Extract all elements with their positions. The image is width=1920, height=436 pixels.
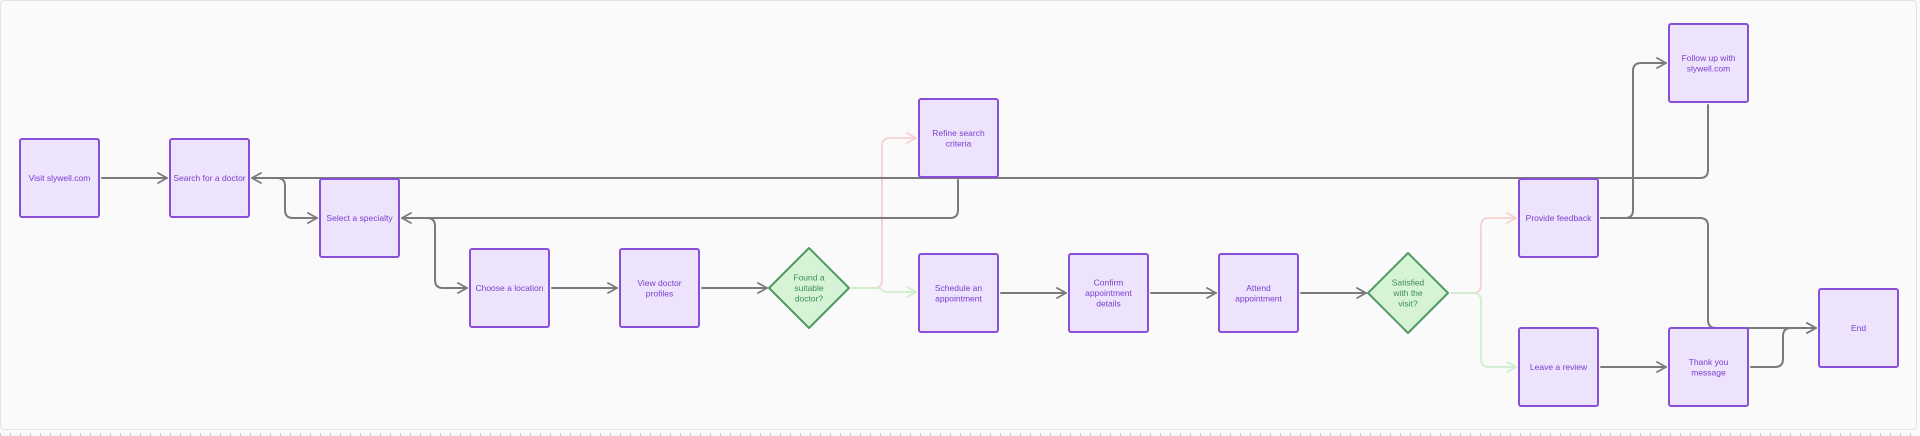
node-location[interactable]: Choose a location: [469, 248, 550, 328]
node-found-shape: [768, 247, 850, 329]
node-feedback-shape: [1518, 178, 1599, 258]
node-confirm-label-line-1: Confirm: [1094, 278, 1124, 288]
node-thankyou-shape: [1668, 327, 1749, 407]
node-specialty-shape: [319, 178, 400, 258]
node-review-label-line-1: Leave a review: [1530, 362, 1588, 372]
node-satisfied-label-line-3: visit?: [1398, 299, 1418, 309]
node-end-label-line-1: End: [1851, 323, 1866, 333]
node-refine-label-line-1: Refine search: [932, 128, 985, 138]
edge-thankyou-to-end[interactable]: [1750, 322, 1817, 368]
node-satisfied-label-line-1: Satisfied: [1392, 278, 1425, 288]
node-profiles-label-line-1: View doctor: [637, 278, 681, 288]
node-schedule-shape: [918, 253, 999, 333]
node-profiles-label-line-2: profiles: [646, 288, 673, 298]
node-confirm-label-line-2: appointment: [1085, 288, 1132, 298]
node-satisfied-label-line-2: with the: [1392, 288, 1423, 298]
node-found-label-line-3: doctor?: [795, 294, 824, 304]
node-thankyou-label-line-2: message: [1691, 367, 1726, 377]
node-refine-shape: [918, 98, 999, 178]
node-followup-label-line-1: Follow up with: [1682, 53, 1736, 63]
node-feedback[interactable]: Provide feedback: [1518, 178, 1599, 258]
edge-refine-to-specialty[interactable]: [401, 179, 959, 224]
node-refine-label-line-2: criteria: [946, 138, 972, 148]
edge-satisfied-to-feedback[interactable]: [1450, 212, 1517, 294]
node-found-label-line-1: Found a: [793, 273, 824, 283]
node-location-label-line-1: Choose a location: [475, 283, 543, 293]
node-end[interactable]: End: [1818, 288, 1899, 368]
node-profiles-shape: [619, 248, 700, 328]
node-visit-shape: [19, 138, 100, 218]
node-followup-label-line-2: slywell.com: [1687, 63, 1730, 73]
node-review[interactable]: Leave a review: [1518, 327, 1599, 407]
node-search-label-line-1: Search for a doctor: [173, 173, 245, 183]
edge-found-to-schedule[interactable]: [851, 286, 917, 298]
edge-feedback-to-followup[interactable]: [1600, 57, 1667, 219]
node-thankyou-label-line-1: Thank you: [1689, 357, 1729, 367]
node-feedback-label-line-1: Provide feedback: [1526, 213, 1592, 223]
node-found-label-line-2: suitable: [794, 283, 824, 293]
node-visit-label-line-1: Visit slywell.com: [29, 173, 91, 183]
node-schedule-label-line-1: Schedule an: [935, 283, 983, 293]
edge-followup-to-search[interactable]: [251, 104, 1709, 184]
node-specialty-label-line-1: Select a specialty: [326, 213, 393, 223]
node-specialty[interactable]: Select a specialty: [319, 178, 400, 258]
node-confirm-shape: [1068, 253, 1149, 333]
node-confirm-label-line-3: details: [1096, 299, 1121, 309]
edge-feedback-to-end[interactable]: [1600, 217, 1817, 334]
node-search-shape: [169, 138, 250, 218]
edge-search-to-specialty[interactable]: [276, 177, 318, 224]
node-location-shape: [469, 248, 550, 328]
edge-specialty-to-location[interactable]: [426, 217, 468, 294]
node-attend-shape: [1218, 253, 1299, 333]
node-satisfied-shape: [1367, 252, 1449, 334]
node-followup-shape: [1668, 23, 1749, 103]
edge-found-to-refine[interactable]: [851, 132, 917, 289]
node-attend-label-line-1: Attend: [1246, 283, 1271, 293]
canvas-ruler: [0, 430, 1920, 436]
node-end-shape: [1818, 288, 1899, 368]
node-review-shape: [1518, 327, 1599, 407]
node-schedule-label-line-2: appointment: [935, 293, 982, 303]
nodes-layer: Visit slywell.com Search for a doctorSele…: [19, 23, 1899, 407]
node-search[interactable]: Search for a doctor: [169, 138, 250, 218]
edge-satisfied-to-review[interactable]: [1450, 292, 1517, 373]
node-visit[interactable]: Visit slywell.com: [19, 138, 100, 218]
node-attend-label-line-2: appointment: [1235, 293, 1282, 303]
